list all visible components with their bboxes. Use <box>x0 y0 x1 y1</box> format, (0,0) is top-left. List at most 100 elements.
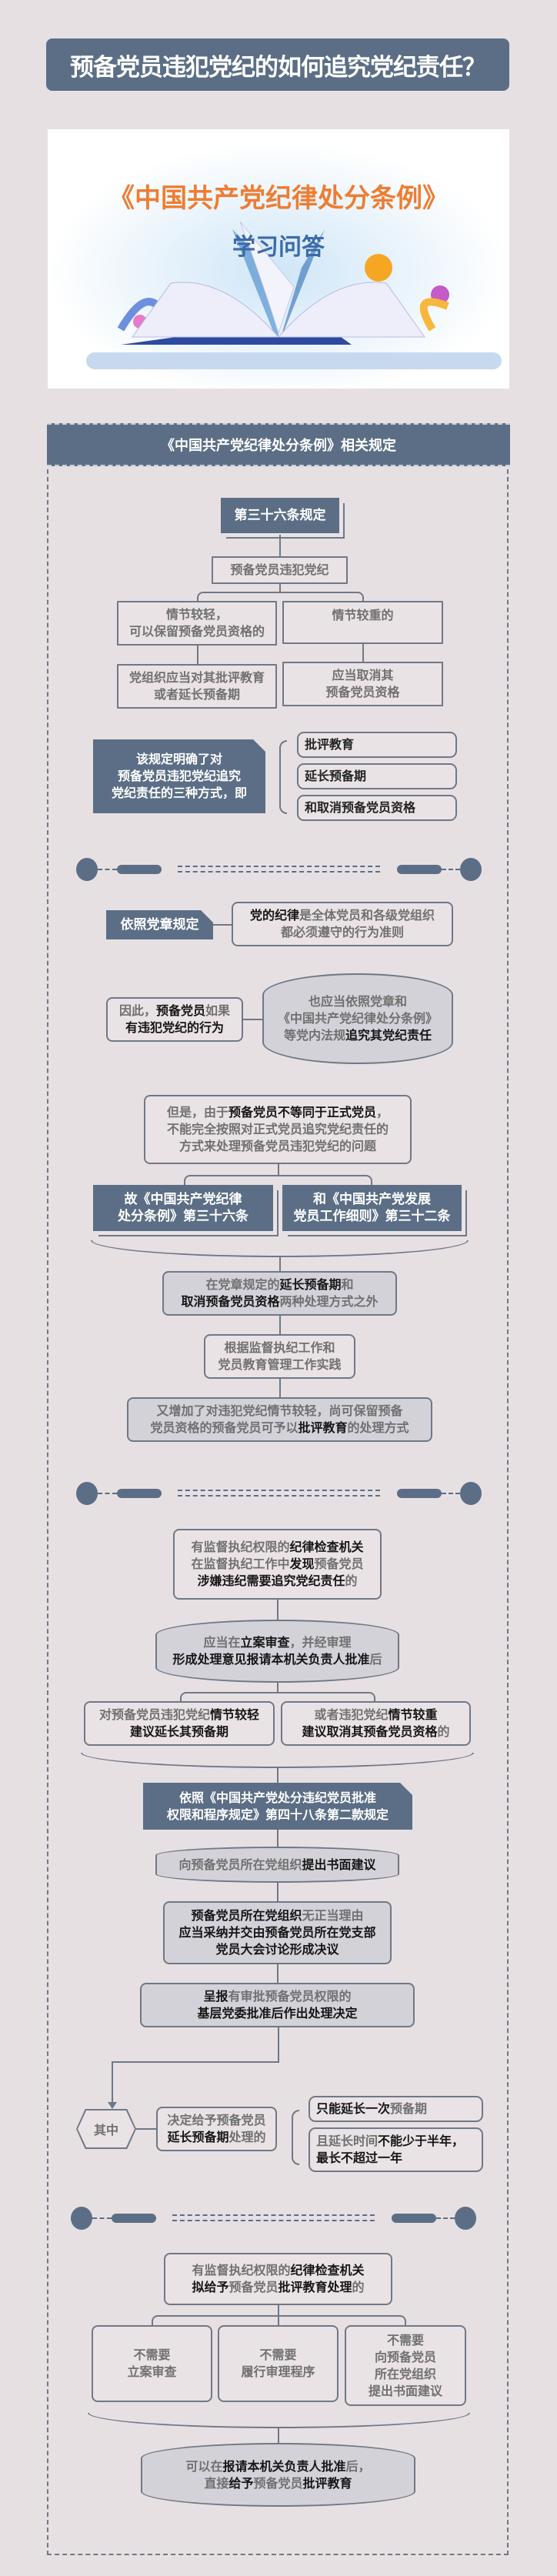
three-methods-note: 该规定明确了对 预备党员违犯党纪追究 党纪责任的三种方式，即 <box>93 739 265 813</box>
hero-title: 《中国共产党纪律处分条例》 <box>108 183 449 214</box>
emphasized-text: 延长预备期 <box>279 1277 342 1292</box>
section-divider <box>76 858 487 881</box>
text-block: 又增加了对违犯党纪情节较轻，尚可保留预备 党员资格的预备党员可予以批评教育的处理… <box>150 1403 409 1436</box>
connector-line <box>277 1964 278 1983</box>
divider-dash <box>98 869 117 870</box>
added-method-box: 又增加了对违犯党纪情节较轻，尚可保留预备 党员资格的预备党员可予以批评教育的处理… <box>127 1397 432 1442</box>
divider-dash <box>442 869 460 870</box>
text-block: 在党章规定的延长预备期和 取消预备党员资格两种处理方式之外 <box>181 1276 378 1310</box>
connector-line <box>112 2061 113 2104</box>
text-segment: 是全体党员和各级党组织 都必须遵守的行为准则 <box>280 908 435 939</box>
method-pill: 批评教育 <box>297 732 457 758</box>
connector-line <box>279 584 281 592</box>
text-segment: 的 <box>437 1724 450 1739</box>
approval-rule-label: 依照《中国共产党处分违纪党员批准 权限和程序规定》第四十八条第二款规定 <box>143 1783 412 1830</box>
text-segment: 向预备党员所在党组织 <box>178 1857 302 1872</box>
divider-bar <box>392 2214 436 2223</box>
text-segment: 对预备党员违犯党纪 <box>98 1707 210 1722</box>
divider-dot <box>71 2207 92 2230</box>
emphasized-text: 应当采纳并交由预备党员所在党支部 党员大会讨论形成决议 <box>178 1925 376 1957</box>
emphasized-text: 预备党员所在党组织 <box>191 1908 302 1923</box>
article-36-label: 第三十六条规定 <box>221 498 339 533</box>
emphasized-text: 呈报 <box>203 1989 228 2004</box>
text-segment: 预备党员 <box>314 1557 364 1571</box>
emphasized-text: 批评教育 <box>302 2475 352 2491</box>
among-label: 其中 <box>78 2111 135 2147</box>
adopt-resolution-box: 预备党员所在党组织无正当理由 应当采纳并交由预备党员所在党支部 党员大会讨论形成… <box>163 1901 392 1964</box>
text-segment: 在党章规定的 <box>205 1277 280 1292</box>
emphasized-text: 取消预备党员资格 <box>181 1294 280 1309</box>
text-block: 党的纪律是全体党员和各级党组织 都必须遵守的行为准则 <box>250 907 435 941</box>
divider-dash <box>98 1493 117 1494</box>
text-segment: 应当在 <box>203 1635 241 1650</box>
text-segment: 又增加了对违犯党纪情节较轻，尚可保留预备 党员资格的预备党员可予以 <box>150 1403 403 1435</box>
divider-double-dash <box>172 2214 375 2221</box>
divider-dash <box>92 2217 112 2219</box>
text-segment: 在监督执纪工作中 <box>191 1557 290 1571</box>
emphasized-text: 基层党委批准后作出处理决定 <box>197 2006 358 2020</box>
divider-double-dash <box>178 866 380 873</box>
emphasized-text: 纪律检查机关 <box>290 2263 365 2277</box>
text-segment: 有监督执纪权限的 <box>191 1540 290 1554</box>
light-suggestion-box: 对预备党员违犯党纪情节较轻 建议延长其预备期 <box>84 1701 275 1746</box>
text-block: 也应当依照党章和 《中国共产党纪律处分条例》 等党内法规追究其党纪责任 <box>278 993 438 1044</box>
divider-dot <box>455 2207 476 2230</box>
should-pursue-box: 也应当依照党章和 《中国共产党纪律处分条例》 等党内法规追究其党纪责任 <box>262 973 453 1064</box>
heavy-suggestion-box: 或者违犯党纪情节较重 建议取消其预备党员资格的 <box>281 1701 471 1746</box>
connector-line <box>243 1019 262 1020</box>
text-block: 有监督执纪权限的纪律检查机关 拟给予预备党员批评教育处理的 <box>192 2262 364 2296</box>
connector-line <box>213 924 232 926</box>
emphasized-text: 提出书面建议 <box>302 1857 376 1872</box>
method-pill: 和取消预备党员资格 <box>297 795 457 821</box>
emphasized-text: 报请本机关负责人批准 <box>222 2458 346 2474</box>
extend-decision-box: 决定给予预备党员 延长预备期处理的 <box>156 2107 277 2151</box>
branch-bracket <box>152 2315 406 2325</box>
text-segment: 也应当依照党章和 《中国共产党纪律处分条例》 等党内法规 <box>277 994 438 1043</box>
among-hexagon: 其中 <box>76 2109 136 2149</box>
practice-box: 根据监督执纪工作和 党员教育管理工作实践 <box>204 1334 355 1379</box>
text-segment: ， 不能完全按照对正式党员追究党纪责任的 方式来处理预备党员违犯党纪的问题 <box>166 1105 389 1153</box>
emphasized-text: 发现 <box>289 1557 315 1571</box>
emphasized-text: 情节较重 <box>388 1707 438 1722</box>
text-segment: 预备党员 <box>253 2475 303 2491</box>
report-approval-box: 呈报有审批预备党员权限的 基层党委批准后作出处理决定 <box>140 1983 415 2027</box>
light-case-box: 情节较轻， 可以保留预备党员资格的 <box>117 601 277 646</box>
connector-line <box>278 2428 279 2443</box>
divider-bar <box>117 865 162 874</box>
text-segment: 决定给予预备党员 <box>167 2113 266 2127</box>
text-block: 对预备党员违犯党纪情节较轻 建议延长其预备期 <box>99 1707 259 1740</box>
text-segment: 后 <box>369 1652 382 1667</box>
connector-line <box>277 1767 278 1783</box>
text-block: 只能延长一次预备期 <box>316 2101 427 2117</box>
text-block: 因此，预备党员如果 有违犯党纪的行为 <box>119 1003 230 1036</box>
divider-dot <box>76 1482 98 1505</box>
branch-bracket <box>184 1175 372 1185</box>
filing-review-box: 应当在立案审查，并经审理 形成处理意见报请本机关负责人批准后 <box>155 1620 399 1683</box>
emphasized-text: 建议延长其预备期 <box>129 1724 228 1739</box>
text-segment: 的 <box>345 1573 358 1588</box>
emphasized-text: 批评教育 <box>298 1420 348 1435</box>
connector-line <box>279 1316 281 1334</box>
brace <box>279 740 287 814</box>
divider-dash <box>442 1493 460 1494</box>
connector-line <box>278 1164 279 1176</box>
text-block: 或者违犯党纪情节较重 建议取消其预备党员资格的 <box>302 1707 449 1740</box>
connector-line <box>277 1883 278 1901</box>
no-written-suggestion-box: 不需要 向预备党员 所在党组织 提出书面建议 <box>345 2325 466 2406</box>
divider-dash <box>436 2217 455 2219</box>
direct-criticism-box: 可以在报请本机关负责人批准后， 直接给予预备党员批评教育 <box>141 2443 415 2507</box>
connector-line <box>136 2128 156 2130</box>
no-filing-box: 不需要 立案审查 <box>92 2325 212 2402</box>
text-segment: 预备期 <box>390 2101 428 2116</box>
text-segment: 两种处理方式之外 <box>279 1294 379 1309</box>
text-segment: 有监督执纪权限的 <box>192 2263 291 2277</box>
hero-banner: 《中国共产党纪律处分条例》 学习问答 <box>48 129 509 389</box>
charter-label: 依照党章规定 <box>106 910 213 939</box>
divider-bar <box>397 865 442 874</box>
therefore-box: 因此，预备党员如果 有违犯党纪的行为 <box>106 997 243 1042</box>
emphasized-text: 涉嫌违纪需要追究党纪责任 <box>197 1573 345 1588</box>
rule-box-article-36: 故《中国共产党纪律 处分条例》第三十六条 <box>93 1185 273 1231</box>
emphasized-text: 党的纪律 <box>249 908 299 923</box>
emphasized-text: 预备党员不等同于正式党员 <box>228 1105 376 1119</box>
